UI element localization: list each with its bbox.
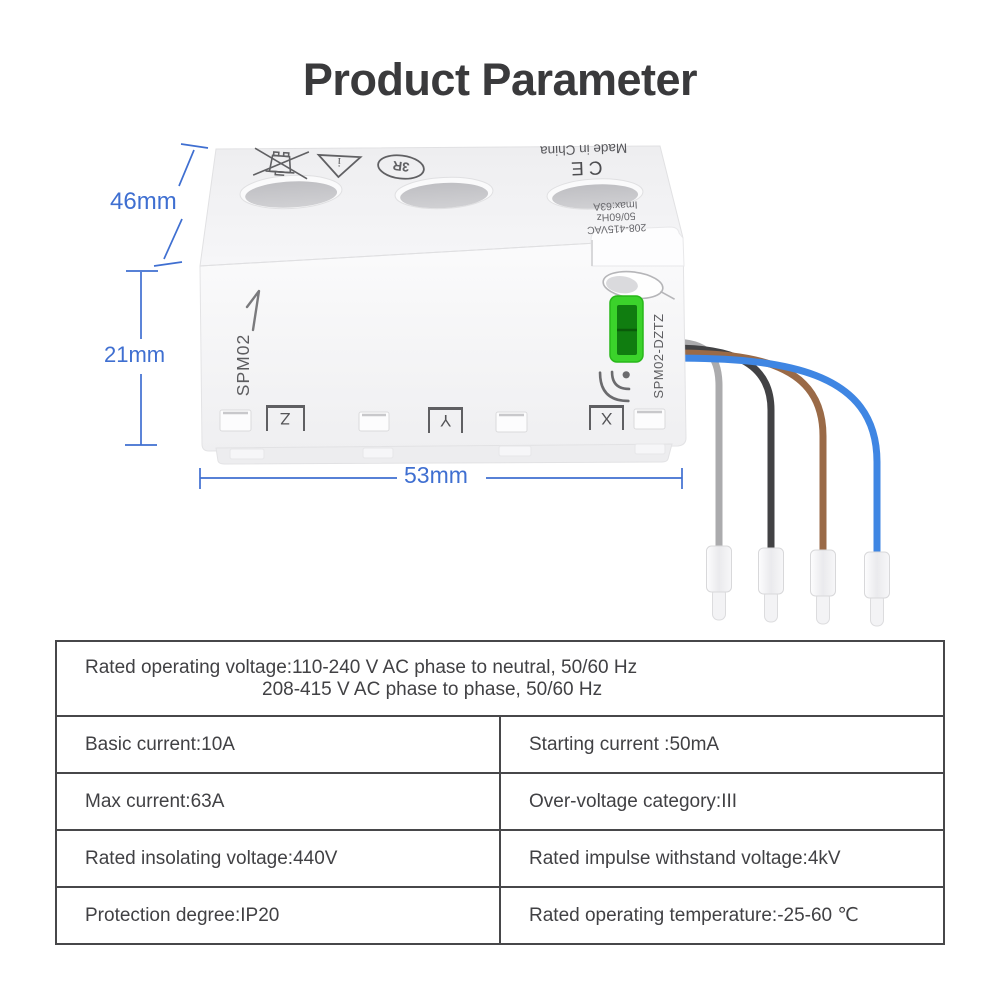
wire-connectors — [706, 545, 890, 627]
arrow-up-icon — [245, 289, 261, 332]
model-label: SPM02 — [233, 333, 253, 397]
made-in-china-print: CE Made in China — [517, 140, 650, 180]
spec-cell-left: Max current:63A — [55, 772, 501, 831]
spec-cell-right: Rated impulse withstand voltage:4kV — [499, 829, 945, 888]
dimension-height-label: 21mm — [104, 342, 166, 367]
dimension-lines — [125, 143, 683, 489]
terminal-z-mark: Z — [266, 405, 305, 431]
svg-text:i: i — [337, 155, 342, 170]
warning-info-icon: i — [316, 153, 363, 179]
voltage-line2: 208-415 V AC phase to phase, 50/60 Hz — [262, 678, 603, 700]
spec-cell-left: Rated insolating voltage:440V — [55, 829, 501, 888]
spec-row: Max current:63A Over-voltage category:II… — [55, 772, 945, 831]
spec-row: Protection degree:IP20 Rated operating t… — [55, 886, 945, 945]
sensor-hole — [394, 176, 494, 210]
dimension-depth-label: 46mm — [110, 188, 177, 215]
terminal-y-mark: Y — [428, 407, 463, 433]
spec-row-voltage: Rated operating voltage:110-240 V AC pha… — [55, 640, 945, 717]
model-code-label: SPM02-DZTZ — [651, 313, 666, 399]
wifi-icon — [598, 370, 631, 403]
spec-row: Basic current:10A Starting current :50mA — [55, 715, 945, 774]
spec-cell-left: Protection degree:IP20 — [55, 886, 501, 945]
sensor-hole — [546, 178, 644, 210]
device-body — [199, 145, 687, 465]
spec-table: Rated operating voltage:110-240 V AC pha… — [55, 640, 945, 945]
spec-row: Rated insolating voltage:440V Rated impu… — [55, 829, 945, 888]
terminal-x-mark: X — [589, 405, 624, 430]
status-led — [609, 295, 644, 363]
spec-cell-left: Basic current:10A — [55, 715, 501, 774]
spec-cell-right: Rated operating temperature:-25-60 ℃ — [499, 886, 945, 945]
rating-print: 208-415VAC 50/60Hz Imax:63A — [575, 197, 657, 236]
spec-cell-right: Over-voltage category:III — [499, 772, 945, 831]
weee-bin-icon — [252, 147, 310, 180]
terminal-slots — [219, 408, 666, 433]
sensor-hole — [239, 174, 343, 210]
wire-brown — [671, 349, 827, 556]
page-title: Product Parameter — [302, 54, 698, 105]
recycle-3r-icon: 3R — [377, 154, 425, 180]
dimension-width-label: 53mm — [404, 462, 468, 488]
wires — [671, 338, 881, 558]
voltage-line1: Rated operating voltage:110-240 V AC pha… — [85, 656, 638, 678]
wire-blue — [671, 354, 881, 558]
spec-cell-right: Starting current :50mA — [499, 715, 945, 774]
spec-cell-voltage: Rated operating voltage:110-240 V AC pha… — [55, 640, 945, 717]
svg-text:3R: 3R — [391, 158, 410, 175]
device-illustration: i 3R — [125, 143, 890, 627]
